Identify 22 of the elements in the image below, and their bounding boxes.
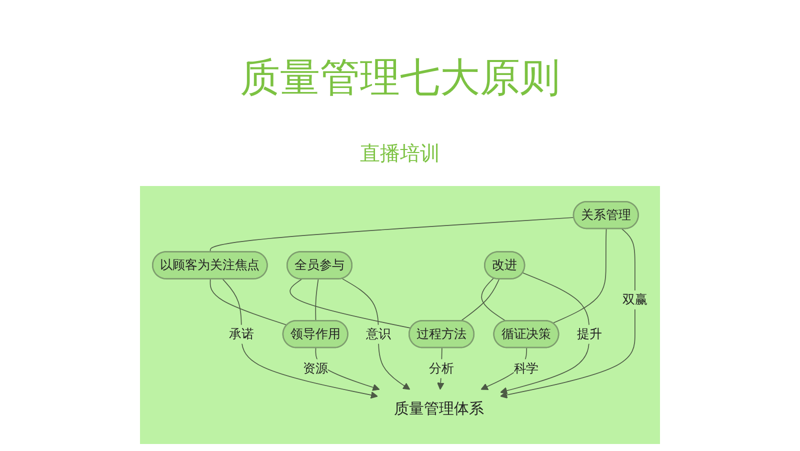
edge-label: 双赢: [622, 292, 648, 307]
connector: [290, 278, 412, 329]
arrow: [500, 272, 590, 394]
title: 质量管理七大原则: [240, 55, 560, 101]
node-text: 质量管理体系: [394, 400, 484, 418]
edge-label: 资源: [302, 360, 328, 376]
diagram-panel: 承诺 双赢 资源 科学 意识 提升 分析 以顾客为关注焦点 关系管理 领导作用 质量管理体系 循证决策 全员参与 改进 过程方法: [140, 186, 660, 444]
edge-label: 意识: [366, 326, 391, 342]
connector: [481, 278, 506, 322]
connector: [460, 278, 500, 322]
arrow: [342, 278, 410, 390]
edge-label: 承诺: [229, 326, 254, 342]
arrow: [500, 228, 636, 398]
connector: [552, 228, 607, 324]
connector: [210, 217, 574, 253]
edge-label: 提升: [576, 326, 602, 342]
edge-label: 分析: [429, 360, 454, 376]
connector: [210, 278, 288, 326]
edge-label: 科学: [514, 360, 539, 376]
arrow: [222, 278, 378, 399]
subtitle: 直播培训: [360, 141, 440, 165]
connector: [315, 278, 319, 322]
